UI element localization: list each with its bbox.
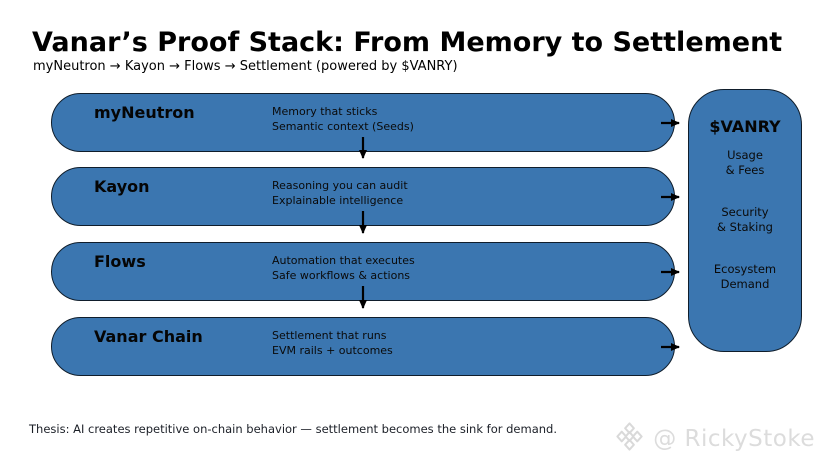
token-title: $VANRY	[709, 117, 781, 136]
stage-pill-vanar-chain: Vanar Chain Settlement that runs EVM rai…	[51, 317, 675, 376]
stage-pill-kayon: Kayon Reasoning you can audit Explainabl…	[51, 167, 675, 226]
stage-name: Flows	[94, 252, 146, 271]
token-driver-usage-fees: Usage & Fees	[725, 148, 765, 177]
watermark-handle: @ RickyStoke	[653, 425, 815, 452]
stage-description: Settlement that runs EVM rails + outcome…	[272, 329, 393, 357]
stage-name: Kayon	[94, 177, 150, 196]
token-box-vanry: $VANRY Usage & Fees Security & Staking E…	[688, 89, 802, 352]
stage-description: Automation that executes Safe workflows …	[272, 254, 415, 282]
diamond-logo-icon	[613, 420, 646, 457]
page-title: Vanar’s Proof Stack: From Memory to Sett…	[32, 27, 783, 58]
stage-pill-flows: Flows Automation that executes Safe work…	[51, 242, 675, 301]
stage-description: Memory that sticks Semantic context (See…	[272, 105, 414, 133]
stage-pill-myneutron: myNeutron Memory that sticks Semantic co…	[51, 93, 675, 152]
token-driver-ecosystem-demand: Ecosystem Demand	[713, 262, 777, 291]
flow-arrows	[359, 119, 680, 351]
token-driver-security-staking: Security & Staking	[717, 205, 773, 234]
thesis-text: Thesis: AI creates repetitive on-chain b…	[29, 422, 557, 436]
page-subtitle: myNeutron → Kayon → Flows → Settlement (…	[33, 59, 458, 74]
stage-description: Reasoning you can audit Explainable inte…	[272, 179, 408, 207]
stage-name: Vanar Chain	[94, 327, 203, 346]
stage-name: myNeutron	[94, 103, 195, 122]
watermark: @ RickyStoke	[613, 420, 815, 457]
